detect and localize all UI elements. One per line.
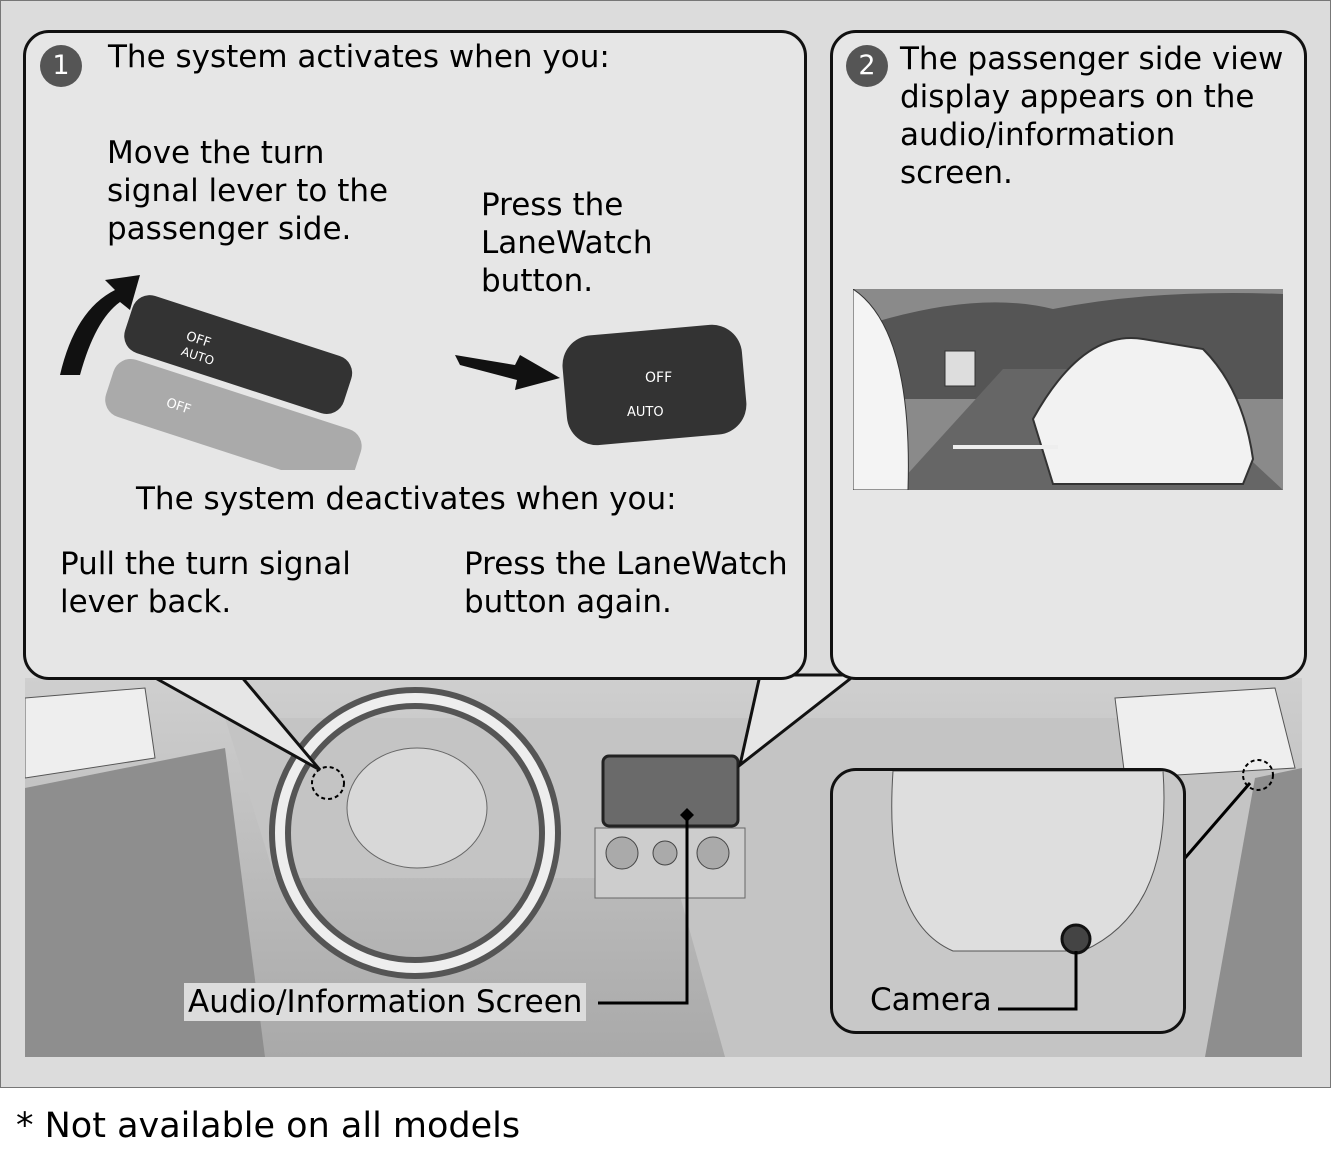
activate-button-text: Press the LaneWatch button. (481, 187, 653, 299)
svg-text:OFF: OFF (184, 329, 213, 351)
passenger-view-display (853, 289, 1283, 490)
step-2-badge: 2 (846, 45, 888, 87)
deactivate-button-text: Press the LaneWatch button again. (464, 546, 788, 620)
up-arrow-icon (60, 275, 140, 375)
svg-text:OFF: OFF (645, 370, 672, 386)
step-1-title: The system activates when you: (108, 39, 610, 75)
deactivate-lever-text: Pull the turn signal lever back. (60, 546, 351, 620)
svg-text:AUTO: AUTO (627, 405, 664, 420)
right-arrow-icon (455, 355, 560, 390)
step-2-text: The passenger side view display appears … (900, 41, 1284, 191)
callout-pointers (144, 673, 860, 772)
svg-text:OFF: OFF (164, 396, 193, 418)
lever-illustrations: OFF OFF AUTO OFF AUTO (60, 275, 747, 470)
camera-label: Camera (866, 981, 996, 1019)
audio-screen-label: Audio/Information Screen (184, 983, 587, 1021)
activate-lever-text: Move the turn signal lever to the passen… (107, 135, 389, 247)
mirror-underside-drawing (891, 771, 1165, 1011)
footnote: * Not available on all models (16, 1106, 521, 1146)
step-1-badge: 1 (40, 45, 82, 87)
deactivate-title: The system deactivates when you: (136, 481, 677, 517)
